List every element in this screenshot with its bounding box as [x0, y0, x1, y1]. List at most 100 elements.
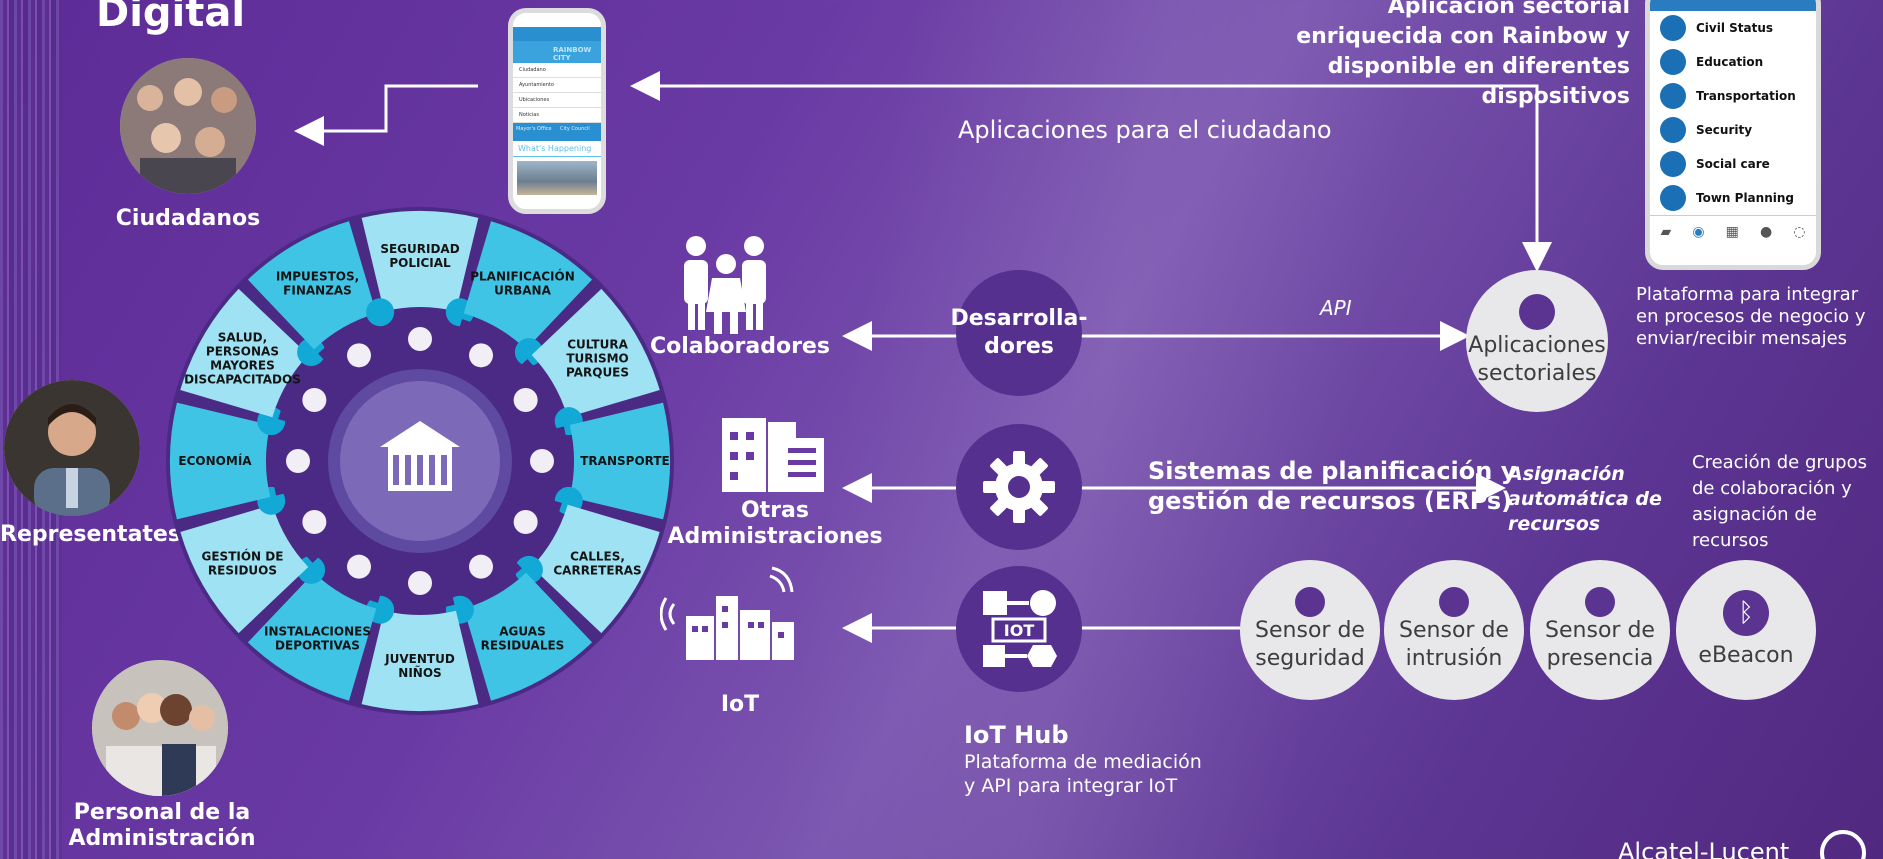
phone-large-header — [1650, 0, 1816, 11]
iot-hub-icon: IOT — [983, 590, 1057, 667]
wheel-service-icon — [347, 554, 371, 579]
wheel-service-icon — [302, 388, 327, 412]
brand-logo-icon — [1820, 830, 1866, 859]
page-title: Digital — [96, 0, 246, 36]
sector-apps-node[interactable]: Aplicaciones sectoriales — [1466, 270, 1608, 412]
police-icon — [1660, 117, 1686, 143]
caption-line: enriquecida con Rainbow y — [1296, 24, 1630, 49]
sector-apps-line1: Aplicaciones — [1468, 333, 1606, 358]
contact-icon[interactable]: ● — [1759, 224, 1773, 240]
wheel-segment — [180, 288, 309, 418]
building-icon — [1660, 185, 1686, 211]
wheel-service-icon — [347, 343, 371, 368]
menu-item-civil-status[interactable]: Civil Status — [1650, 11, 1816, 45]
wheel-segment — [531, 504, 660, 634]
heart-icon — [1660, 151, 1686, 177]
caption-line: disponible en diferentes — [1327, 54, 1630, 79]
developers-node[interactable]: Desarrolla- dores — [951, 270, 1088, 396]
menu-item-label: Security — [1696, 123, 1753, 137]
chat-icon[interactable]: ▰ — [1660, 224, 1672, 240]
menu-item-label: Social care — [1696, 157, 1770, 171]
sensor-intrusion[interactable]: Sensor de intrusión — [1384, 560, 1524, 700]
admins-label-line1: Otras — [740, 498, 809, 523]
person-illustration — [4, 380, 140, 516]
bluetooth-icon: ᛒ — [1723, 590, 1769, 636]
wheel-segment-label: ECONOMÍA — [178, 453, 252, 468]
sensor-line: seguridad — [1255, 646, 1365, 671]
staff-label-line2: Administración — [68, 826, 256, 851]
phone-bottom-bar: ▰ ◉ ▦ ● ◌ — [1650, 215, 1816, 240]
auto-assign-line: Asignación — [1508, 463, 1625, 485]
city-hall-column — [441, 455, 447, 485]
menu-item-education[interactable]: Education — [1650, 45, 1816, 79]
wheel-segment — [170, 402, 271, 520]
phone-row[interactable]: Noticias — [513, 108, 601, 123]
brand-logo-text: Alcatel-Lucent — [1618, 838, 1790, 859]
gear-icon — [1585, 587, 1615, 617]
staff-label-line1: Personal de la — [73, 800, 251, 825]
admins-label: Otras Administraciones — [660, 498, 890, 550]
wheel-service-icon — [286, 449, 310, 473]
wheel-segment — [180, 504, 309, 634]
wheel-service-icon — [513, 388, 538, 412]
wheel-service-icon — [530, 449, 554, 473]
citizens-photo — [120, 58, 256, 194]
sensor-ebeacon[interactable]: ᛒ eBeacon — [1676, 560, 1816, 700]
wheel-segment-label: IMPUESTOS,FINANZAS — [276, 269, 359, 297]
auto-assign-line: automática de — [1508, 488, 1662, 510]
menu-item-security[interactable]: Security — [1650, 113, 1816, 147]
calendar-icon[interactable]: ▦ — [1725, 224, 1739, 240]
sector-app-phone: Civil Status Education Transportation Se… — [1645, 0, 1821, 270]
phone-tile[interactable]: City Council — [560, 126, 590, 132]
check-icon[interactable]: ◌ — [1793, 224, 1806, 240]
id-card-icon — [1660, 15, 1686, 41]
erp-node[interactable] — [956, 424, 1082, 550]
sensor-presence[interactable]: Sensor de presencia — [1530, 560, 1670, 700]
wheel-service-icon — [302, 510, 327, 534]
wheel-segment — [247, 572, 377, 701]
services-icon[interactable]: ◉ — [1692, 224, 1705, 240]
wheel-segment — [361, 211, 479, 312]
groups-note-line: asignación de — [1692, 504, 1817, 525]
iot-hub-node[interactable]: IOT — [956, 566, 1082, 692]
phone-row[interactable]: Ciudadano — [513, 63, 601, 78]
erp-label-line1: Sistemas de planificación y — [1148, 457, 1517, 485]
sensor-security[interactable]: Sensor de seguridad — [1240, 560, 1380, 700]
menu-item-social-care[interactable]: Social care — [1650, 147, 1816, 181]
menu-item-label: Education — [1696, 55, 1764, 69]
menu-item-transportation[interactable]: Transportation — [1650, 79, 1816, 113]
menu-item-label: Civil Status — [1696, 21, 1774, 35]
wheel-service-icon — [513, 510, 538, 534]
staff-label: Personal de la Administración — [62, 800, 262, 852]
wheel-segment-label: TRANSPORTE — [580, 454, 669, 468]
caption-line: Aplicación sectorial — [1387, 0, 1630, 19]
wheel-service-icon — [469, 554, 493, 579]
phone-row[interactable]: Ubicaciones — [513, 93, 601, 108]
citizens-label: Ciudadanos — [115, 206, 261, 231]
menu-item-label: Transportation — [1696, 89, 1796, 103]
student-icon — [1660, 49, 1686, 75]
platform-note-line: en procesos de negocio y — [1636, 306, 1866, 327]
menu-item-town-planning[interactable]: Town Planning — [1650, 181, 1816, 215]
phone-row[interactable]: Ayuntamiento — [513, 78, 601, 93]
erp-label: Sistemas de planificación y gestión de r… — [1148, 456, 1516, 516]
wheel-segment — [463, 221, 593, 350]
citizen-apps-label: Aplicaciones para el ciudadano — [958, 116, 1332, 144]
iot-hub-title: IoT Hub — [964, 721, 1069, 749]
platform-note-line: Plataforma para integrar — [1636, 284, 1859, 305]
wheel-service-icon — [469, 343, 493, 368]
phone-tile[interactable]: Mayor's Office — [516, 126, 552, 132]
developers-line2: dores — [984, 334, 1054, 359]
phone-happening: What's Happening — [513, 141, 601, 157]
city-hall-column — [417, 455, 423, 485]
iot-hub-caption: IoT Hub Plataforma de mediación y API pa… — [964, 720, 1202, 798]
wheel-chevron-icon — [366, 298, 395, 327]
iot-label: IoT — [720, 692, 760, 717]
